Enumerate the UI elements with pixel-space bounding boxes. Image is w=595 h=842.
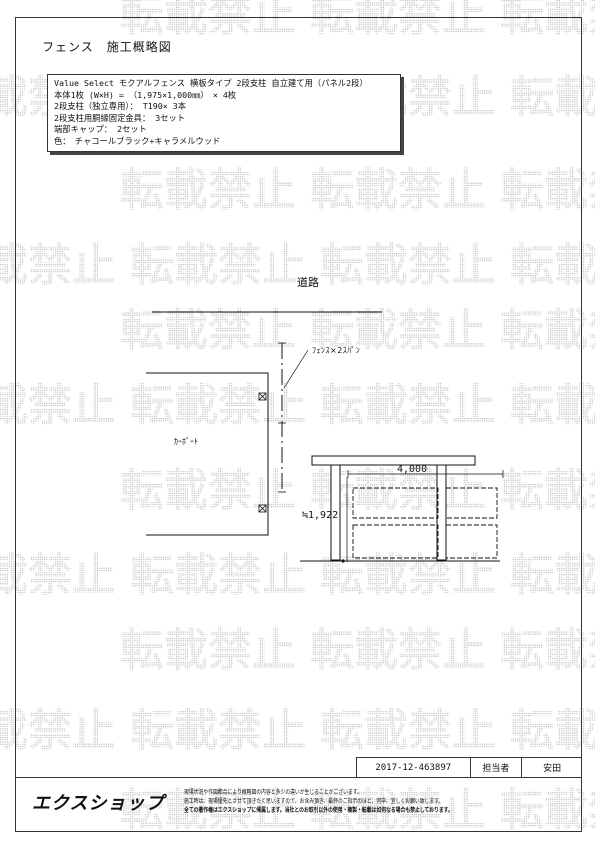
fence-post: [330, 464, 341, 561]
spec-line: 2段支柱用胴縁固定金具： 3セット: [54, 112, 186, 123]
document-number: 2017-12-463897: [357, 758, 471, 777]
carport-post-icon: [258, 504, 267, 513]
page-title: フェンス 施工概略図: [42, 40, 172, 54]
fence-panel: [445, 487, 498, 519]
page-frame: [15, 17, 582, 832]
fence-top-rail: [311, 455, 476, 466]
title-block: 2017-12-463897 担当者 安田: [356, 757, 582, 777]
fence-panel: [352, 487, 439, 519]
disclaimer-line: 現場状況や作図都合により概略図の内容と多少の違いが生じることがございます。: [184, 789, 362, 796]
fence-span-label: ﾌｪﾝｽ×2ｽﾊﾟﾝ: [312, 346, 361, 355]
disclaimer: 現場状況や作図都合により概略図の内容と多少の違いが生じることがございます。 施工…: [184, 788, 488, 815]
fence-panel: [352, 524, 439, 559]
footer-divider: [15, 777, 582, 778]
disclaimer-line: 全ての著作権はエクスショップに帰属します。当社とのお取引以外の使用・複製・転載は…: [184, 807, 453, 814]
disclaimer-line: 施工時は、現場優先とさせて頂きたく思いますので、お含み頂き、最終のご指示のほど、…: [184, 798, 444, 805]
spec-box: Value Select モクアルフェンス 横板タイプ 2段支柱 自立建て用（パ…: [47, 74, 401, 152]
fence-panel: [445, 524, 498, 559]
spec-line: 色： チャコールブラック+キャラメルウッド: [54, 135, 221, 146]
carport-post-icon: [258, 392, 267, 401]
staff-role-label: 担当者: [471, 758, 523, 777]
staff-name: 安田: [543, 764, 562, 774]
spec-line: Value Select モクアルフェンス 横板タイプ 2段支柱 自立建て用（パ…: [54, 78, 368, 88]
carport-outline: [146, 372, 269, 536]
carport-label: ｶｰﾎﾟｰﾄ: [174, 437, 198, 446]
company-logo: エクスショップ: [32, 793, 165, 814]
spec-line: 本体1枚 (W×H) = （1,975×1,000㎜） × 4枚: [54, 89, 237, 100]
fence-leader: [283, 349, 309, 389]
road-label: 道路: [297, 276, 319, 289]
spec-line: 2段支柱（独立専用）： T190× 3本: [54, 101, 187, 112]
height-dimension-label: ≒1,922: [302, 510, 339, 521]
width-dimension-label: 4,000: [397, 464, 428, 475]
spec-line: 端部キャップ： 2セット: [54, 124, 147, 135]
